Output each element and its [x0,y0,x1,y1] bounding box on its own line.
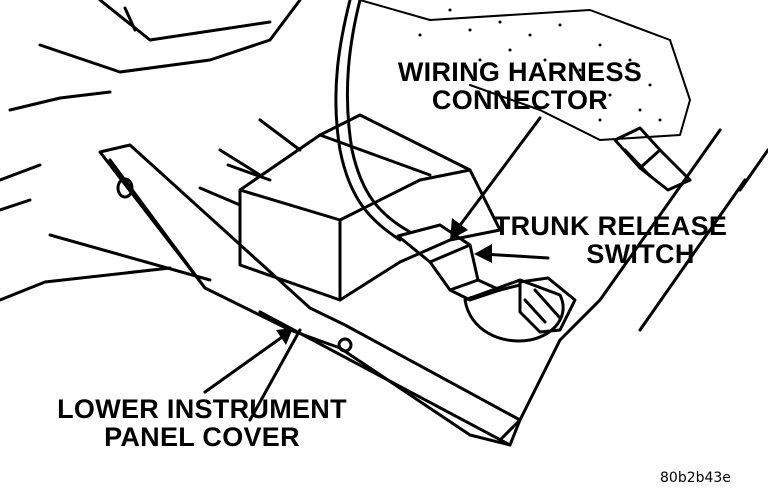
label-trunk-release-line2: SWITCH [586,239,695,270]
figure-reference-code: 80b2b43e [660,470,731,486]
dash-panel-outline [0,0,302,302]
trim-stipple [359,0,691,141]
harness-connector [396,223,502,302]
arrow-heads [276,218,492,345]
wiring-harness-wire [334,0,412,242]
panel-cover-shape [98,143,522,447]
arrow-wiring-harness [453,116,542,234]
arrow-lower-panel [203,333,287,394]
label-wiring-harness-line2: CONNECTOR [431,85,609,116]
label-trunk-release-line1: TRUNK RELEASE [493,211,728,241]
label-wiring-harness-connector: WIRING HARNESS CONNECTOR [395,58,645,115]
stipple-dots [418,8,662,122]
right-trim-lines [498,128,768,442]
module-housing [198,113,502,302]
trunk-release-switch [463,276,577,343]
label-trunk-release-switch: TRUNK RELEASE SWITCH [488,212,733,269]
arrowhead-lower-panel [276,328,293,345]
label-lower-instrument-panel-cover: LOWER INSTRUMENT PANEL COVER [52,395,352,452]
side-plug [613,126,692,192]
label-lower-panel-line2: PANEL COVER [104,422,300,453]
arrowhead-wiring-harness [450,218,468,240]
arrowhead-trunk-release [474,244,492,263]
callout-arrows [203,116,550,394]
arrow-trunk-release [481,252,550,260]
label-wiring-harness-line1: WIRING HARNESS [397,57,643,87]
label-lower-panel-line1: LOWER INSTRUMENT [57,394,347,424]
